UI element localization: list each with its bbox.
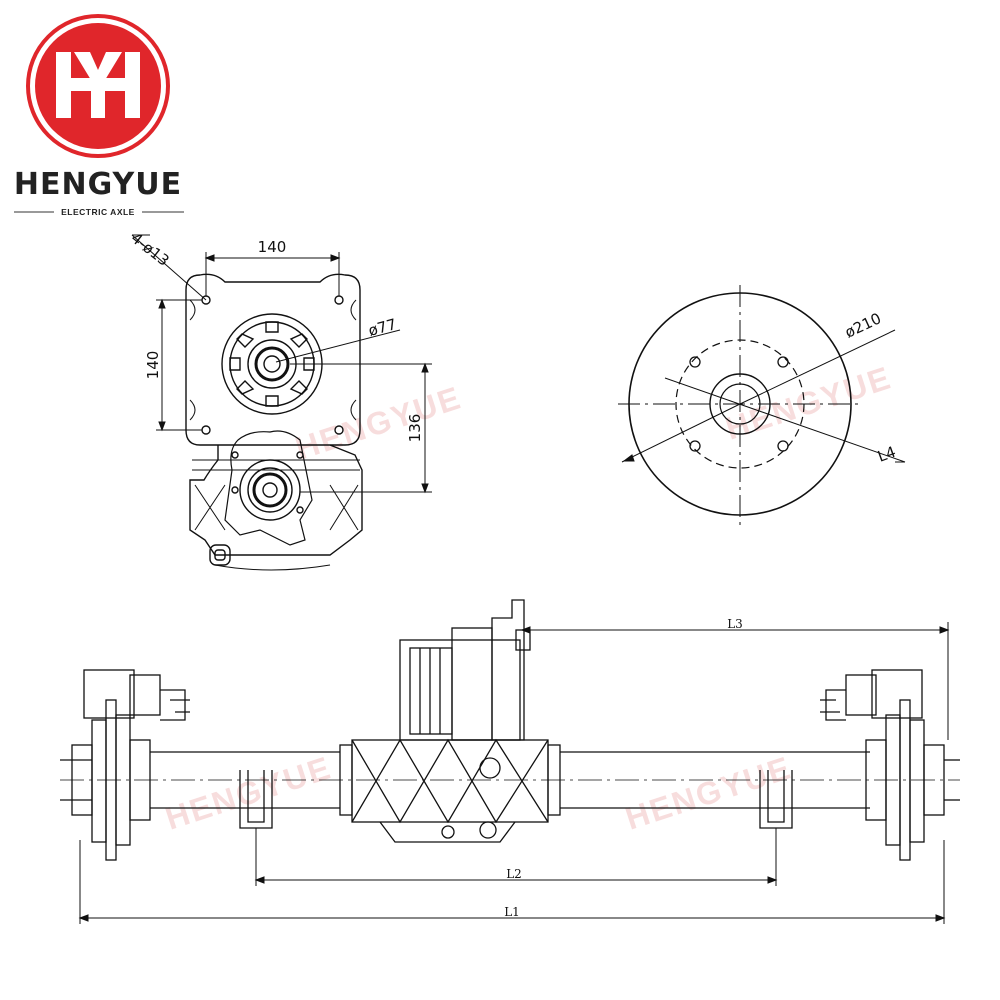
bolt-label: L4 [875, 443, 898, 466]
offset-dim-label: 136 [406, 414, 424, 443]
hub-disc-view [618, 285, 906, 525]
watermark-1: HENGYUE [291, 379, 466, 466]
width-dim-label: 140 [258, 238, 287, 256]
bore-dia-label: ø77 [366, 315, 398, 340]
brand-name: HENGYUE [14, 167, 182, 202]
brand-tagline: ELECTRIC AXLE [61, 207, 135, 217]
watermark-4: HENGYUE [621, 749, 796, 836]
brand-logo [26, 14, 170, 158]
l2-label: L2 [506, 867, 522, 881]
l1-label: L1 [504, 905, 520, 919]
flange-dimensions [131, 234, 432, 494]
l3-label: L3 [727, 617, 743, 631]
disc-dia-label: ø210 [842, 309, 884, 341]
axle-dimensions [78, 622, 950, 924]
hole-callout-label: 4-ø13 [128, 229, 173, 270]
height-dim-label: 140 [144, 351, 162, 380]
